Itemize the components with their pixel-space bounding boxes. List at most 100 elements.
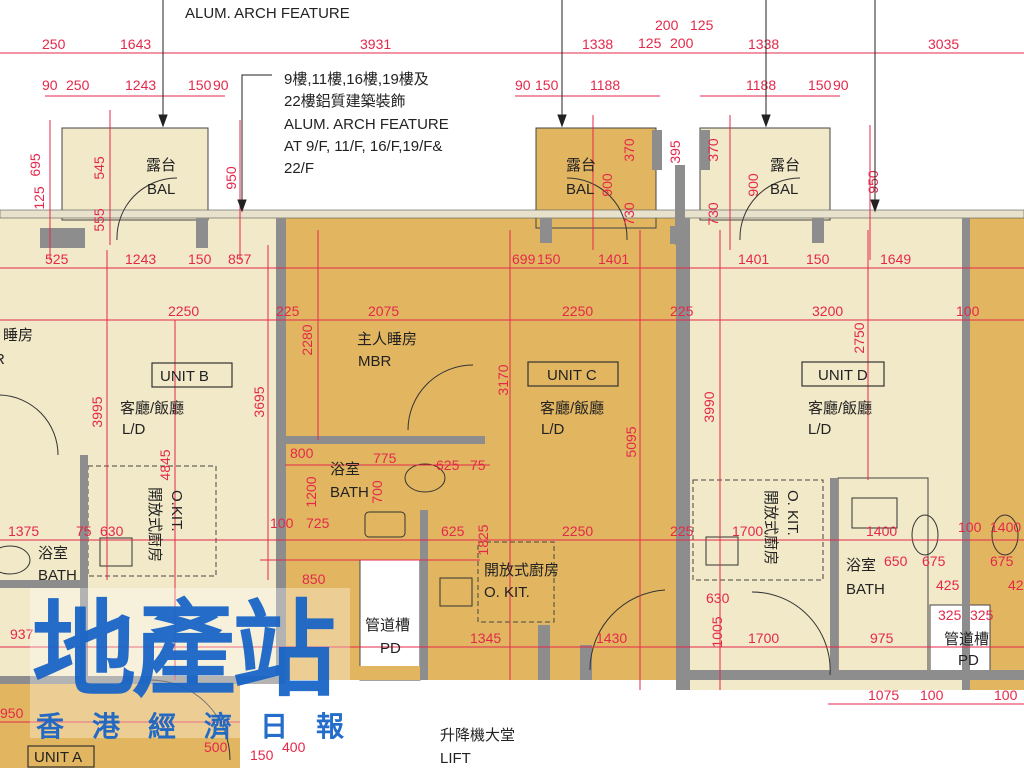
dimension-label: 730 (621, 202, 637, 226)
unit-a-label-box (27, 745, 95, 768)
kit-c-en: O. KIT. (484, 584, 530, 601)
dimension-label: 90 (833, 77, 849, 93)
watermark-logo: 地產站 香港經濟日報 (30, 588, 372, 743)
arrow-down-icon (870, 199, 880, 213)
mbr-en: MBR (358, 353, 392, 370)
dimension-label: 150 (537, 251, 561, 267)
dimension-label: 90 (42, 77, 58, 93)
dimension-label: 250 (42, 36, 66, 52)
dimension-label: 3695 (251, 386, 267, 417)
dimension-label: 150 (808, 77, 832, 93)
kit-c-zh: 開放式廚房 (484, 561, 559, 579)
feature-note-line: 9樓,11樓,16樓,19樓及 (284, 71, 429, 88)
dimension-label: 150 (188, 77, 212, 93)
dimension-label: 1243 (125, 251, 156, 267)
kit-d-en: O. KIT. (784, 490, 801, 536)
toilet-icon (404, 463, 446, 493)
mbr-zh: 主人睡房 (357, 331, 417, 348)
wall (0, 676, 285, 684)
unit-b-name: UNIT B (160, 368, 209, 385)
dimension-label: 2250 (168, 303, 199, 319)
bath-d-area (837, 477, 929, 679)
dimension-label: 1825 (475, 524, 491, 555)
door-swing (0, 394, 59, 456)
bedroom-partial-zh: 睡房 (3, 327, 33, 344)
dimension-label: 90 (515, 77, 531, 93)
unit-b-ld-zh: 客廳/飯廳 (120, 399, 184, 417)
dimension-label: 2750 (851, 322, 867, 353)
wall (0, 209, 1024, 219)
dimension-label: 1649 (880, 251, 911, 267)
unit-c-label-box (527, 361, 619, 387)
dimension-label: 200 (670, 35, 694, 51)
dimension-label: 225 (670, 303, 694, 319)
pd-c-zh: 管道槽 (365, 617, 410, 634)
dimension-label: 1338 (582, 36, 613, 52)
dimension-label: 150 (188, 251, 212, 267)
wall (0, 580, 88, 588)
dimension-label: 125 (638, 35, 662, 51)
dimension-label: 3931 (360, 36, 391, 52)
dimension-label: 625 (441, 523, 465, 539)
wall (830, 478, 838, 678)
top-note: ALUM. ARCH FEATURE (185, 5, 350, 22)
unit-d-balcony (699, 127, 831, 221)
unit-d-label-box (801, 361, 885, 387)
dimension-label: 1005 (709, 616, 725, 647)
toilet-icon (0, 545, 31, 575)
dimension-label: 1200 (303, 476, 319, 507)
dimension-label: 857 (228, 251, 252, 267)
bal-c-en: BAL (566, 181, 594, 198)
unit-d-ld-en: L/D (808, 421, 832, 438)
dimension-label: 625 (436, 457, 460, 473)
feature-note-line: 22樓鋁質建築裝飾 (284, 92, 406, 110)
dimension-label: 2250 (562, 303, 593, 319)
svg-text:香港經濟日報: 香港經濟日報 (36, 710, 372, 743)
wall (580, 645, 592, 680)
dimension-label: 425 (1008, 577, 1024, 593)
wall (812, 218, 824, 243)
dimension-label: 1188 (746, 77, 776, 93)
dimension-label: 5095 (623, 426, 639, 457)
dimension-label: 225 (670, 523, 694, 539)
wall (40, 228, 85, 248)
wall (196, 218, 208, 248)
dimension-label: 200 (655, 17, 679, 33)
wall (690, 670, 1024, 680)
dimension-label: 975 (870, 630, 894, 646)
arrow-down-icon (557, 114, 567, 128)
unit-b-ld-en: L/D (122, 421, 146, 438)
walls (0, 130, 1024, 690)
dimension-label: 725 (306, 515, 330, 531)
dimension-label: 525 (45, 251, 69, 267)
dimension-label: 950 (0, 705, 24, 721)
wall (700, 130, 710, 170)
bath-c-en: BATH (330, 484, 369, 501)
sink-icon (705, 536, 739, 566)
arrow-down-icon (158, 114, 168, 128)
dimension-label: 2075 (368, 303, 399, 319)
wall (285, 436, 485, 444)
dimension-label: 630 (706, 590, 730, 606)
dimension-label: 1401 (738, 251, 769, 267)
door-swing (739, 177, 801, 241)
dimension-label: 545 (91, 156, 107, 180)
wall (80, 455, 88, 680)
unit-d-name: UNIT D (818, 367, 868, 384)
kit-c-area (477, 541, 555, 623)
door-swing (149, 679, 231, 761)
arrow-down-icon (237, 199, 247, 213)
unit-c-ld-zh: 客廳/飯廳 (540, 399, 604, 417)
dimension-label: 225 (276, 303, 300, 319)
wall (676, 218, 690, 690)
dimension-label: 3170 (495, 364, 511, 395)
unit-b-label-box (151, 362, 233, 388)
dimension-label: 675 (990, 553, 1014, 569)
lift-lobby-zh: 升降機大堂 (440, 727, 515, 744)
dimension-label: 1700 (748, 630, 779, 646)
dimension-label: 695 (27, 153, 43, 177)
door-swing (589, 589, 666, 671)
dimension-label: 630 (100, 523, 124, 539)
